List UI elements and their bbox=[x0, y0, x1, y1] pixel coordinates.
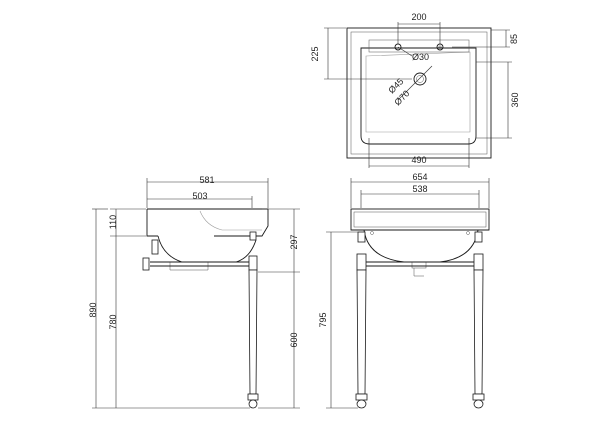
dim-depth-to-holes: 225 bbox=[310, 46, 320, 61]
waste-outer-circle bbox=[413, 72, 427, 86]
side-view-top-slab bbox=[147, 208, 269, 237]
dim-height-to-top: 780 bbox=[108, 314, 118, 329]
side-view: 581 503 110 890 780 297 600 bbox=[88, 175, 300, 409]
dim-tap-hole: Ø30 bbox=[412, 52, 429, 62]
dim-tap-spacing: 200 bbox=[411, 12, 426, 22]
front-view-right-leg bbox=[473, 269, 484, 395]
dim-rear-edge: 85 bbox=[509, 34, 519, 44]
front-view: 654 538 795 bbox=[318, 172, 490, 409]
top-view: 200 85 225 Ø30 Ø45 Ø70 360 490 bbox=[310, 12, 520, 168]
top-view-bowl bbox=[360, 47, 477, 145]
side-view-bowl bbox=[157, 235, 257, 263]
side-view-leg-foot bbox=[248, 399, 258, 409]
top-view-outer-rim bbox=[346, 27, 492, 159]
waste-inner-circle bbox=[416, 75, 424, 83]
dim-overall-width: 654 bbox=[412, 172, 427, 182]
dim-overall-height: 890 bbox=[88, 302, 98, 317]
side-view-front-leg bbox=[248, 269, 258, 395]
dim-top-thickness: 110 bbox=[108, 215, 118, 229]
dim-height-to-rail: 297 bbox=[289, 234, 299, 249]
dim-side-bowl-depth: 503 bbox=[192, 191, 207, 201]
dim-leg-height: 600 bbox=[289, 332, 299, 347]
front-view-bowl bbox=[363, 229, 479, 263]
dim-bowl-depth: 360 bbox=[510, 92, 520, 107]
dim-overall-depth: 581 bbox=[199, 175, 214, 185]
top-view-inner-rim bbox=[350, 31, 488, 155]
dim-leg-spacing: 538 bbox=[412, 184, 427, 194]
top-view-bowl-slope bbox=[365, 51, 471, 133]
dim-total-height: 795 bbox=[318, 312, 328, 327]
wall-bracket bbox=[142, 257, 150, 271]
dim-bowl-width: 490 bbox=[411, 155, 426, 165]
top-view-tap-deck bbox=[368, 39, 470, 53]
front-view-waste bbox=[411, 261, 427, 269]
front-view-left-leg bbox=[356, 269, 367, 395]
